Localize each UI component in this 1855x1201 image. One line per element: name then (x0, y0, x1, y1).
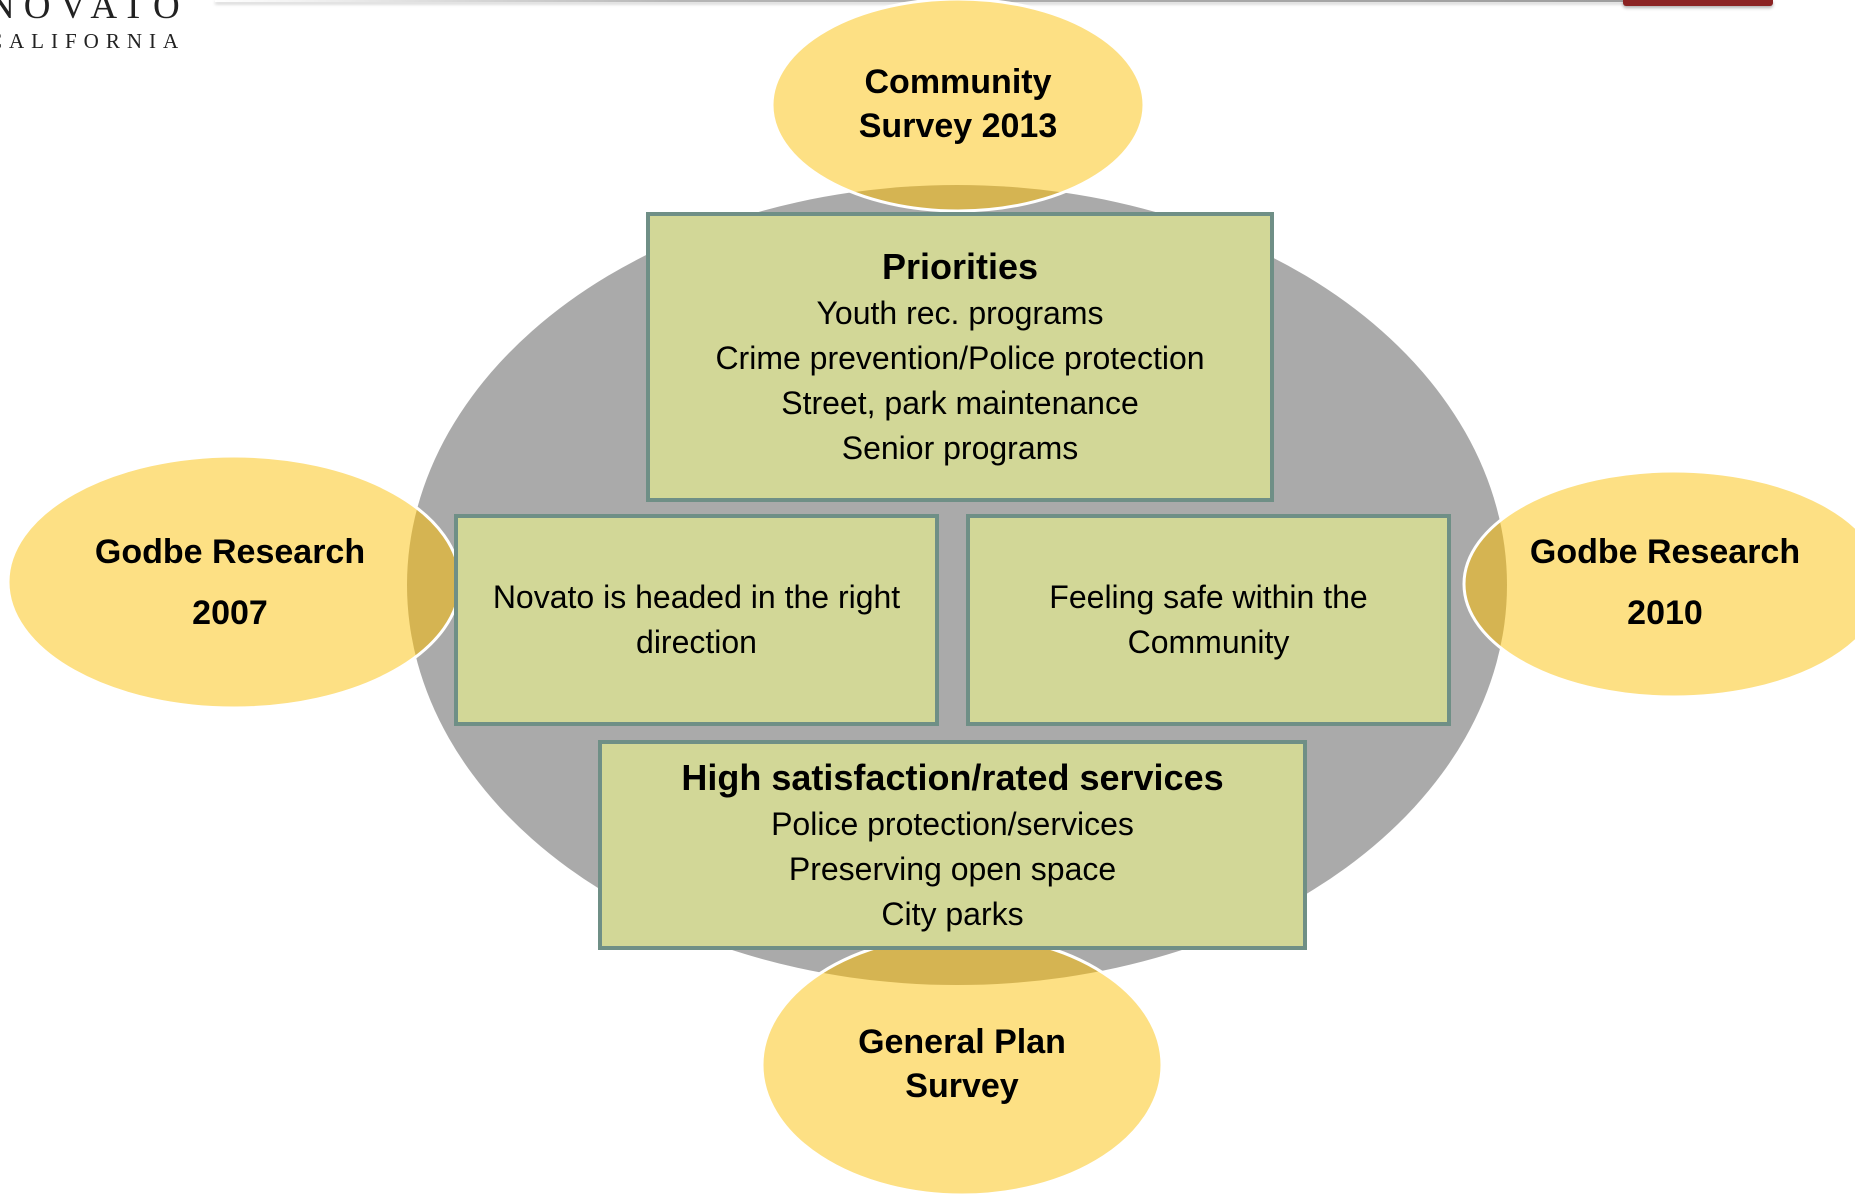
satisfaction-item: City parks (881, 895, 1024, 932)
logo-name: NOVATO (0, 0, 189, 27)
source-label-right: Godbe Research 2010 (1485, 520, 1845, 645)
priority-item: Crime prevention/Police protection (715, 340, 1205, 376)
source-oval-left (8, 456, 460, 708)
priorities-title: Priorities (881, 246, 1039, 287)
satisfaction-box: High satisfaction/rated services Police … (598, 740, 1307, 950)
source-oval-top (772, 0, 1144, 211)
priorities-box: Priorities Youth rec. programs Crime pre… (646, 212, 1274, 502)
source-oval-bottom (762, 935, 1162, 1195)
satisfaction-title: High satisfaction/rated services (681, 756, 1224, 798)
safety-line1: Feeling safe within the (1049, 579, 1368, 615)
source-left-line1: Godbe Research (94, 532, 366, 571)
source-left-line2: 2007 (192, 593, 268, 632)
source-label-left: Godbe Research 2007 (50, 520, 410, 645)
priority-item: Street, park maintenance (781, 385, 1139, 421)
source-oval-right (1464, 471, 1855, 697)
satisfaction-item: Police protection/services (771, 805, 1134, 842)
priority-item: Youth rec. programs (816, 295, 1104, 331)
safety-line2: Community (1127, 624, 1290, 660)
direction-box: Novato is headed in the right direction (454, 514, 939, 726)
direction-line2: direction (636, 624, 757, 660)
source-right-line2: 2010 (1627, 593, 1703, 632)
satisfaction-item: Preserving open space (788, 850, 1117, 887)
logo-subtitle: CALIFORNIA (0, 29, 186, 53)
source-top-line1: Community (864, 63, 1052, 101)
source-right-line1: Godbe Research (1529, 532, 1801, 571)
source-label-bottom: General Plan Survey (782, 1018, 1142, 1110)
source-bottom-line2: Survey (905, 1067, 1019, 1105)
source-label-top: Community Survey 2013 (778, 58, 1138, 150)
source-bottom-line1: General Plan (858, 1023, 1066, 1061)
header-accent (1623, 0, 1773, 6)
outline-right (1462, 469, 1855, 699)
novato-logo: NOVATO CALIFORNIA (0, 0, 189, 52)
outline-top (770, 0, 1146, 213)
direction-line1: Novato is headed in the right (492, 579, 901, 615)
priority-item: Senior programs (841, 430, 1079, 466)
source-top-line2: Survey 2013 (858, 107, 1058, 145)
safety-box: Feeling safe within the Community (966, 514, 1451, 726)
